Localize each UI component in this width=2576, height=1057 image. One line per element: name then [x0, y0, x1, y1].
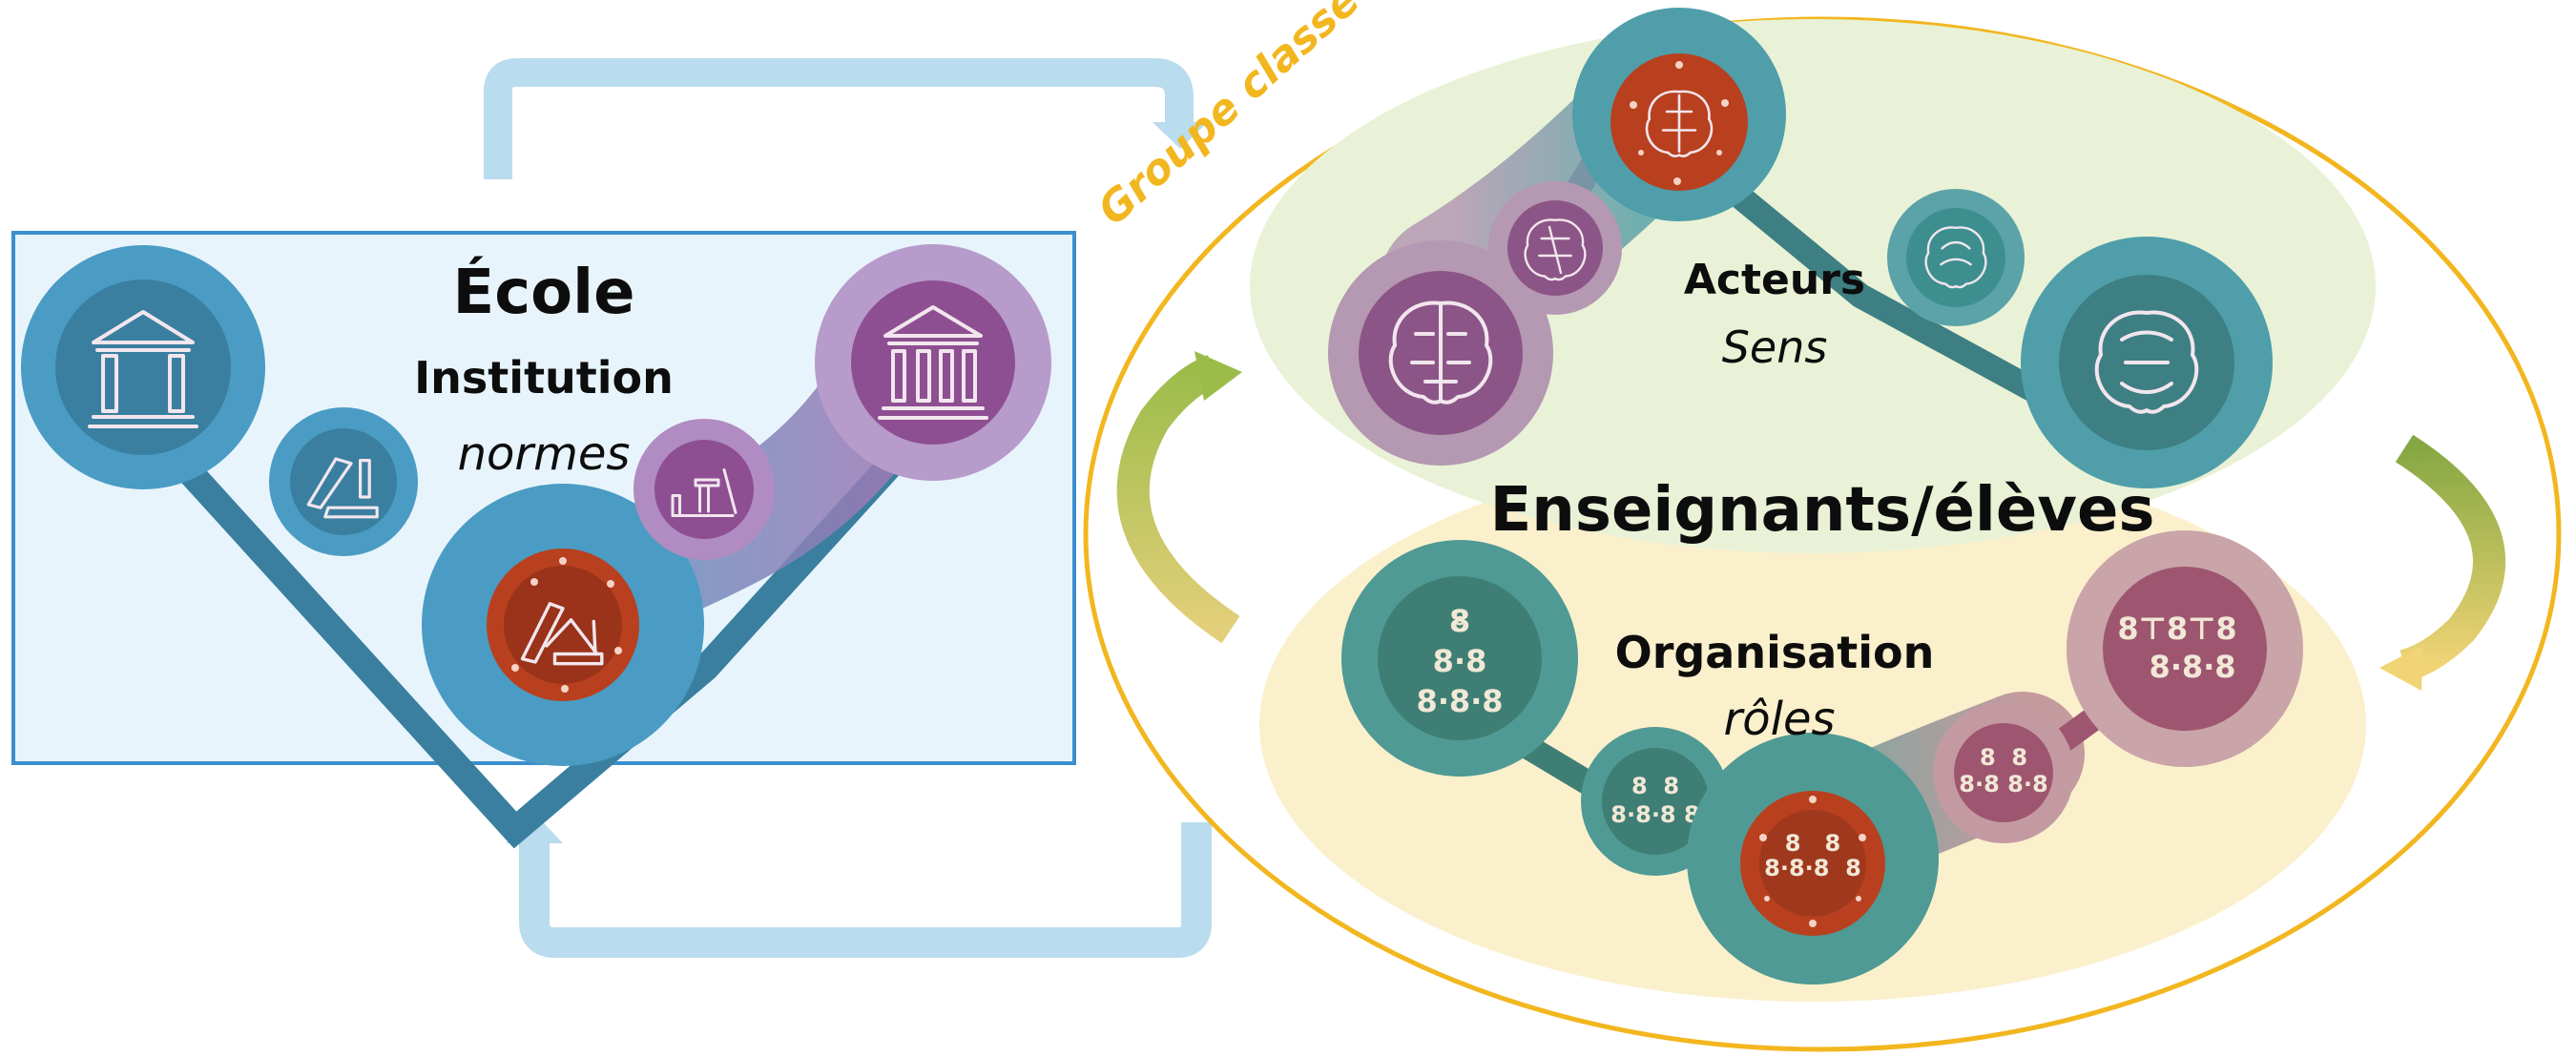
actors-node-5 — [2021, 237, 2273, 488]
brain-icon — [1924, 226, 1987, 289]
actors-keyword: Sens — [1722, 321, 1828, 373]
svg-text:∘: ∘ — [1451, 604, 1469, 637]
brain-icon — [1524, 218, 1587, 281]
hierarchy-people-icon: ∘ 8 8⋅8 8⋅8⋅8 — [1416, 603, 1503, 719]
actors-node-2 — [1488, 181, 1622, 315]
organisation-node-4: 8 8 8⋅8 8⋅8 — [1933, 702, 2074, 843]
svg-text:8 8: 8 8 — [1631, 773, 1679, 799]
school-node-2 — [269, 407, 418, 556]
organisation-chain: ∘ 8 8⋅8 8⋅8⋅8 8 8 8⋅8⋅8 8 8 — [1341, 530, 2303, 984]
svg-text:8 8: 8 8 — [1980, 744, 2027, 771]
flow-arrow-top — [484, 58, 1208, 179]
people-group-icon: 8 8 8⋅8⋅8 8 — [1764, 830, 1861, 881]
svg-text:8: 8 — [1449, 603, 1470, 639]
actors-title: Acteurs — [1684, 256, 1865, 304]
svg-text:8 8: 8 8 — [1785, 830, 1840, 857]
school-node-4 — [634, 419, 775, 560]
collapsed-building-icon — [520, 602, 604, 666]
brain-icon — [1388, 301, 1493, 404]
organisation-node-1: ∘ 8 8⋅8 8⋅8⋅8 — [1341, 540, 1578, 777]
svg-text:8⋅8 8⋅8: 8⋅8 8⋅8 — [1959, 771, 2047, 798]
svg-text:8⋅8⋅8: 8⋅8⋅8 — [1416, 683, 1503, 719]
actors-chain — [1328, 8, 2273, 488]
class-group-panel: Acteurs Sens Groupe classe Enseignants/é… — [1083, 0, 2562, 1052]
actors-node-1 — [1328, 240, 1553, 466]
school-subtitle: Institution — [414, 352, 674, 404]
school-node-1 — [21, 245, 265, 489]
organisation-keyword: rôles — [1724, 693, 1836, 746]
svg-text:8⋅8: 8⋅8 — [1433, 643, 1487, 679]
school-node-3-highlight — [422, 484, 704, 766]
building-under-construction-icon — [671, 468, 737, 517]
organisation-node-5: 8⊤8⊤8 8⋅8⋅8 — [2067, 530, 2303, 767]
svg-text:8⋅8⋅8: 8⋅8⋅8 — [2149, 649, 2235, 685]
people-group-icon: 8 8 8⋅8 8⋅8 — [1959, 744, 2047, 798]
school-keyword: normes — [458, 427, 631, 481]
brain-icon — [1645, 90, 1714, 157]
class-group-center-title: Enseignants/élèves — [1490, 475, 2155, 546]
school-title: École — [453, 256, 635, 328]
people-group-icon: 8 8 8⋅8⋅8 8 — [1610, 773, 1699, 828]
organisation-title: Organisation — [1615, 627, 1935, 678]
flow-arrow-bottom — [506, 813, 1212, 958]
cycle-arrow-left — [1116, 351, 1242, 644]
hierarchy-people-icon: 8⊤8⊤8 8⋅8⋅8 — [2117, 611, 2236, 685]
collapsed-building-icon — [306, 457, 379, 519]
institution-building-icon — [88, 310, 198, 428]
actors-node-4 — [1887, 189, 2025, 326]
brain-icon — [2094, 310, 2199, 414]
svg-text:8⋅8⋅8 8: 8⋅8⋅8 8 — [1610, 801, 1699, 828]
actors-node-3-highlight — [1572, 8, 1786, 221]
organisation-node-3-highlight: 8 8 8⋅8⋅8 8 — [1687, 733, 1939, 984]
institution-building-icon — [878, 305, 988, 420]
svg-text:8⊤8⊤8: 8⊤8⊤8 — [2117, 611, 2236, 647]
school-panel: École Institution normes — [11, 231, 1076, 849]
school-node-5 — [815, 244, 1051, 481]
svg-text:8⋅8⋅8 8: 8⋅8⋅8 8 — [1764, 855, 1861, 881]
cycle-arrow-right — [2379, 434, 2506, 691]
